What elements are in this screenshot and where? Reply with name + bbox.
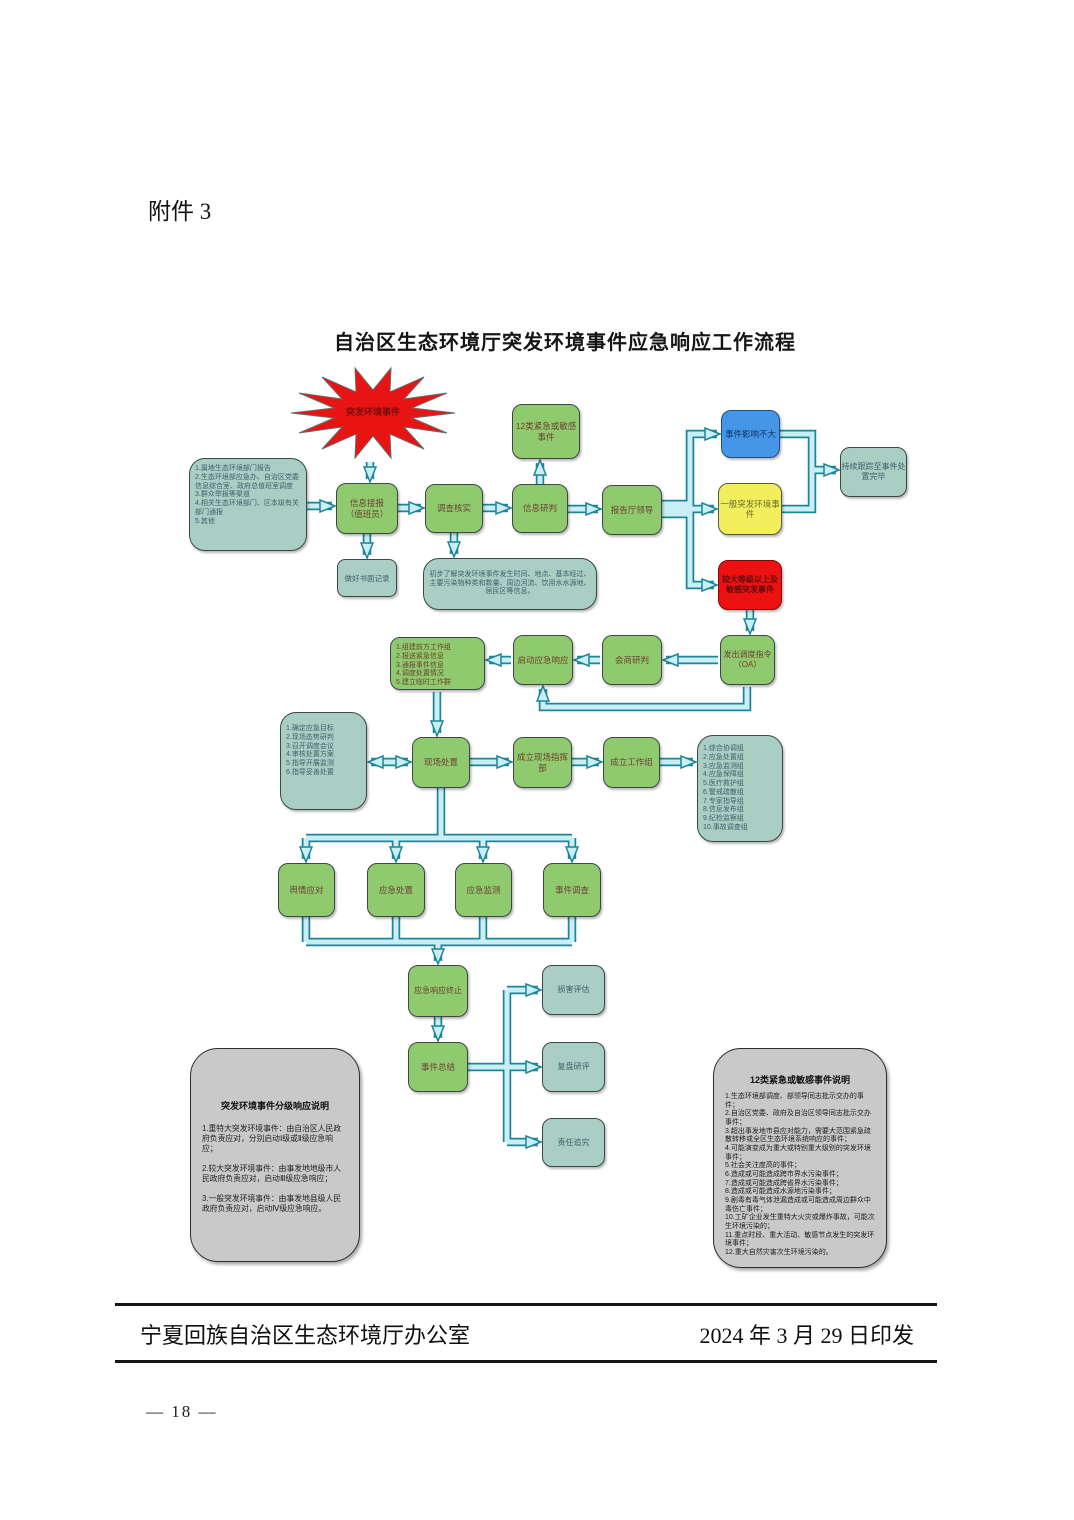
node-incident-label: 突发环境事件 bbox=[345, 407, 400, 417]
attachment-label: 附件 3 bbox=[148, 199, 212, 224]
node-major-event: 较大等级以上及敏感突发事件 bbox=[718, 560, 782, 610]
node-info-sources: 1.属地生态环境部门报告 2.生态环境部应急办、自治区党委信息综合室、政府总值班… bbox=[189, 458, 307, 551]
node-group-list: 1.综合协调组 2.应急处置组 3.应急监测组 4.应急保障组 5.医疗救护组 … bbox=[697, 735, 783, 842]
node-verify: 调查核实 bbox=[425, 484, 483, 533]
node-summary: 事件总结 bbox=[408, 1042, 468, 1092]
node-consult: 会商研判 bbox=[602, 635, 662, 685]
footer-rule-top bbox=[115, 1303, 937, 1306]
note-grading-title: 突发环境事件分级响应说明 bbox=[220, 1101, 329, 1111]
node-sensitive-event: 12类紧急或敏感事件 bbox=[512, 404, 580, 459]
node-general-event: 一般突发环境事件 bbox=[718, 483, 782, 535]
note-grading-body: 1.重特大突发环境事件：由自治区人民政府负责应对，分别启动Ⅰ级或Ⅱ级应急响应； … bbox=[202, 1124, 342, 1213]
node-damage-assessment: 损害评估 bbox=[542, 965, 605, 1015]
footer-office: 宁夏回族自治区生态环境厅办公室 bbox=[140, 1323, 471, 1348]
note-sensitive-title: 12类紧急或敏感事件说明 bbox=[749, 1075, 850, 1085]
footer-rule-bottom bbox=[115, 1360, 937, 1363]
node-investigation: 事件调查 bbox=[543, 863, 601, 917]
node-onsite-disposal: 现场处置 bbox=[412, 737, 470, 788]
flowchart-title: 自治区生态环境厅突发环境事件应急响应工作流程 bbox=[334, 332, 796, 354]
node-terminate: 应急响应终止 bbox=[408, 965, 468, 1017]
node-work-groups: 成立工作组 bbox=[603, 737, 660, 788]
node-written-record: 做好书面记录 bbox=[337, 559, 397, 597]
node-report-leader: 报告厅领导 bbox=[602, 485, 662, 535]
node-dispatch-order: 发出调度指令 （OA） bbox=[720, 635, 775, 685]
node-accountability: 责任追究 bbox=[542, 1118, 605, 1167]
node-info-receive: 信息接报 （值班员） bbox=[336, 483, 398, 534]
footer-date: 2024 年 3 月 29 日印发 bbox=[699, 1323, 914, 1348]
node-monitoring: 应急监测 bbox=[455, 863, 512, 917]
node-verify-note: 初步了解突发环境事件发生时间、地点、基本经过、主要污染物种类和数量、周边河流、饮… bbox=[423, 558, 597, 610]
node-info-judge: 信息研判 bbox=[512, 484, 568, 533]
node-activate-tasks: 1.组建前方工作组 2.报送紧急信息 3.通报事件信息 4.调度处置情况 5.建… bbox=[390, 637, 485, 690]
note-grading: 突发环境事件分级响应说明 1.重特大突发环境事件：由自治区人民政府负责应对，分别… bbox=[190, 1048, 360, 1262]
node-disposal: 应急处置 bbox=[367, 863, 425, 917]
node-command-post: 成立现场指挥部 bbox=[513, 737, 572, 788]
node-review: 复盘研评 bbox=[542, 1042, 605, 1092]
note-sensitive-body: 1.生态环境部调度、部领导同志批示交办的事件； 2.自治区党委、政府及自治区领导… bbox=[725, 1093, 875, 1257]
node-onsite-guidance: 1.确定应急目标 2.现场态势研判 3.召开调度会议 4.审核处置方案 5.指导… bbox=[280, 712, 367, 810]
page-number: — 18 — bbox=[146, 1402, 218, 1421]
node-minor-impact: 事件影响不大 bbox=[721, 410, 780, 458]
node-public-opinion: 舆情应对 bbox=[278, 863, 335, 917]
node-tracking: 持续跟踪至事件处置完毕 bbox=[840, 447, 907, 497]
node-activate-response: 启动应急响应 bbox=[513, 635, 573, 685]
note-sensitive: 12类紧急或敏感事件说明 1.生态环境部调度、部领导同志批示交办的事件； 2.自… bbox=[713, 1048, 887, 1268]
